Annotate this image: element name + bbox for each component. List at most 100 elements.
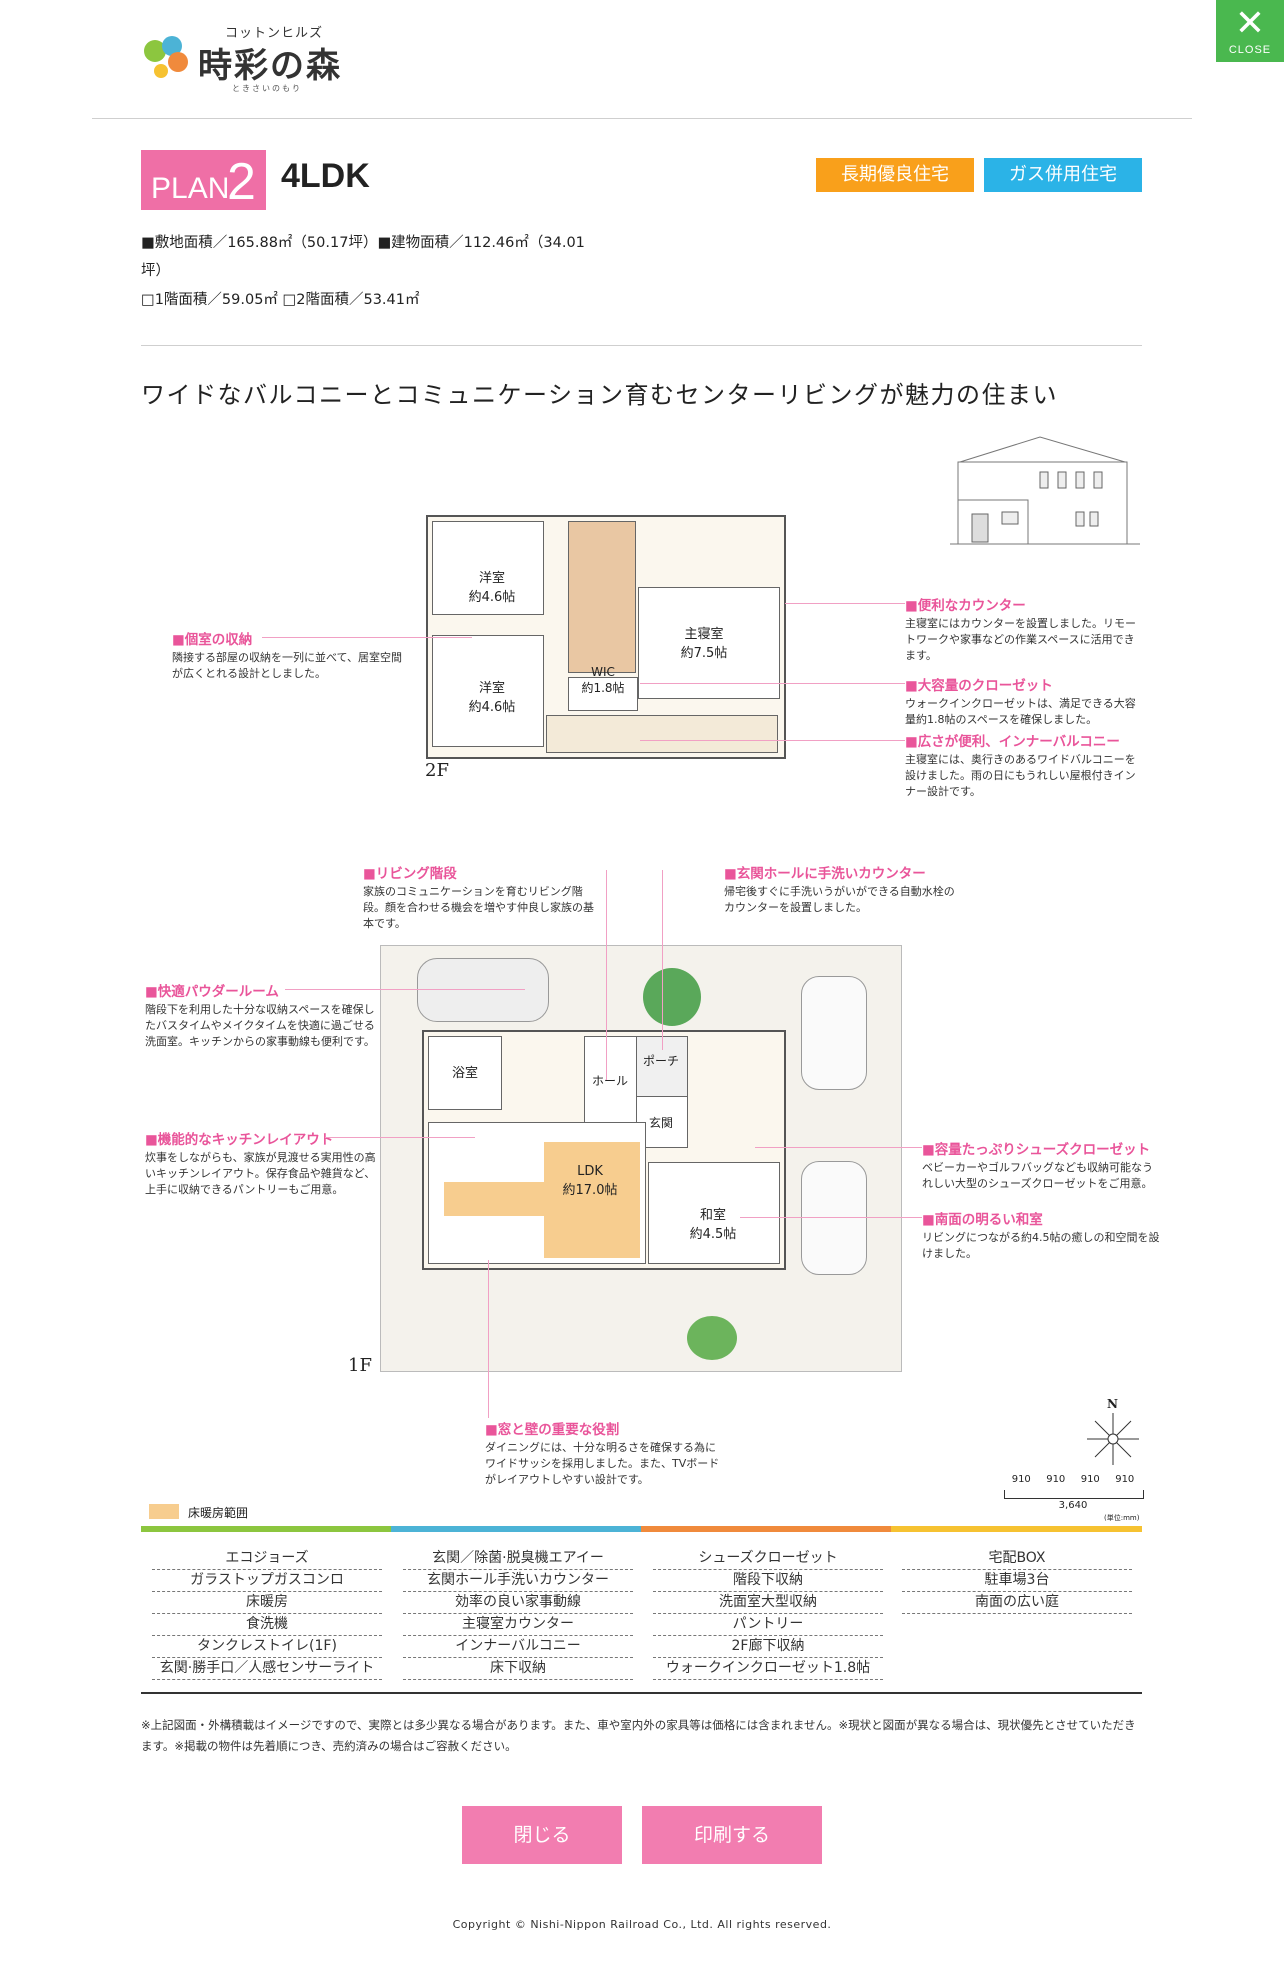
floor-label-1f: 1F: [348, 1355, 372, 1376]
callout-desc: 隣接する部屋の収納を一列に並べて、居室空間が広くとれる設計としました。: [172, 651, 403, 680]
callout-powder-room: ■快適パウダールーム 階段下を利用した十分な収納スペースを確保したバスタイムやメ…: [145, 980, 385, 1050]
plan-badge: PLAN 2: [141, 150, 266, 211]
room-size: 約4.6帖: [468, 700, 516, 715]
logo-reading: ときさいのもり: [232, 84, 302, 93]
feature-column-1: エコジョーズ ガラストップガスコンロ 床暖房 食洗機 タンクレストイレ(1F) …: [152, 1548, 382, 1680]
callout-room-storage: ■個室の収納 隣接する部屋の収納を一列に並べて、居室空間が広くとれる設計としまし…: [172, 628, 412, 682]
feature-item: インナーバルコニー: [403, 1636, 633, 1658]
feature-item: シューズクローゼット: [653, 1548, 883, 1570]
room-name: 主寝室: [684, 627, 724, 642]
room-master-bedroom: [638, 587, 780, 699]
room-size: 約17.0帖: [562, 1183, 618, 1198]
floor-heating-area: [444, 1182, 548, 1216]
callout-leader: [488, 1260, 489, 1418]
feature-item: 床下収納: [403, 1658, 633, 1680]
house-elevation-illustration: [950, 436, 1140, 545]
feature-item: 2F廊下収納: [653, 1636, 883, 1658]
room-name: 洋室: [478, 571, 505, 586]
color-bar-green: [141, 1526, 391, 1532]
scale-bar: 910 910 910 910 3,640 (単位:mm): [1004, 1474, 1144, 1522]
site-logo[interactable]: コットンヒルズ 時彩の森 ときさいのもり: [140, 20, 370, 95]
close-icon: ✕: [1234, 3, 1266, 44]
room-hall: [584, 1036, 638, 1134]
close-button[interactable]: 閉じる: [462, 1806, 622, 1864]
callout-living-stairs: ■リビング階段 家族のコミュニケーションを育むリビング階段。顔を合わせる機会を増…: [363, 862, 603, 932]
callout-desc: リビングにつながる約4.5帖の癒しの和空間を設けました。: [922, 1231, 1160, 1260]
room-name: WIC: [591, 665, 615, 679]
feature-item: エコジョーズ: [152, 1548, 382, 1570]
callout-leader: [262, 637, 472, 638]
tag-gas-housing: ガス併用住宅: [984, 158, 1142, 192]
callout-hall-sink: ■玄関ホールに手洗いカウンター 帰宅後すぐに手洗いうがいができる自動水栓のカウン…: [724, 862, 964, 916]
room-size: 約4.5帖: [689, 1227, 737, 1242]
legend-label-floor-heating: 床暖房範囲: [188, 1506, 249, 1520]
feature-item: 階段下収納: [653, 1570, 883, 1592]
feature-item: タンクレストイレ(1F): [152, 1636, 382, 1658]
callout-title: ■南面の明るい和室: [922, 1212, 1043, 1228]
callout-leader: [285, 989, 525, 990]
room-size: 約4.6帖: [468, 590, 516, 605]
header-divider: [92, 118, 1192, 119]
callout-kitchen: ■機能的なキッチンレイアウト 炊事をしながらも、家族が見渡せる実用性の高いキッチ…: [145, 1128, 385, 1198]
room-size: 約7.5帖: [680, 646, 728, 661]
callout-desc: ダイニングには、十分な明るさを確保する為にワイドサッシを採用しました。また、TV…: [485, 1441, 720, 1486]
room-label-ldk: LDK 約17.0帖: [550, 1164, 630, 1198]
plan-badge-number: 2: [227, 153, 256, 211]
room-label-bath: 浴室: [451, 1066, 478, 1081]
compass-north-label: N: [1107, 1397, 1118, 1411]
callout-leader: [662, 870, 663, 1050]
car-1: [417, 958, 549, 1022]
feature-item: ウォークインクローゼット1.8帖: [653, 1658, 883, 1680]
floor-plan-2f: 洋室 約4.6帖 洋室 約4.6帖 主寝室 約7.5帖 WIC 約1.8帖: [426, 515, 786, 759]
catchcopy-heading: ワイドなバルコニーとコミュニケーション育むセンターリビングが魅力の住まい: [141, 381, 1059, 409]
spec-divider: [141, 345, 1142, 346]
color-bar-blue: [391, 1526, 641, 1532]
callout-leader: [755, 1147, 922, 1148]
copyright: Copyright © Nishi-Nippon Railroad Co., L…: [452, 1918, 832, 1931]
room-name: 和室: [699, 1208, 726, 1223]
room-wic: [568, 677, 638, 711]
room-label-hall: ホール: [591, 1074, 628, 1088]
logo-kana: コットンヒルズ: [225, 26, 324, 41]
scale-mark: 910: [1046, 1474, 1066, 1485]
color-bar-yellow: [891, 1526, 1142, 1532]
feature-item: 駐車場3台: [902, 1570, 1132, 1592]
room-label-entrance: 玄関: [648, 1116, 673, 1130]
feature-item: 玄関ホール手洗いカウンター: [403, 1570, 633, 1592]
scale-total: 3,640: [1058, 1500, 1088, 1511]
room-label-japanese: 和室 約4.5帖: [678, 1204, 748, 1242]
room-label-wic: WIC 約1.8帖: [570, 665, 636, 696]
car-2: [801, 976, 867, 1090]
callout-leader: [606, 870, 607, 1080]
room-name: LDK: [577, 1164, 603, 1179]
floor-label-2f: 2F: [425, 760, 449, 781]
floor-heating-area: [544, 1142, 640, 1258]
feature-item: パントリー: [653, 1614, 883, 1636]
callout-title: ■個室の収納: [172, 632, 253, 648]
callout-desc: 階段下を利用した十分な収納スペースを確保したバスタイムやメイクタイムを快適に過ご…: [145, 1003, 375, 1048]
tree: [643, 968, 701, 1026]
feature-item: 効率の良い家事動線: [403, 1592, 633, 1614]
callout-shoes-closet: ■容量たっぷりシューズクローゼット ベビーカーやゴルフバッグなども収納可能なうれ…: [922, 1138, 1162, 1192]
callout-desc: ベビーカーやゴルフバッグなども収納可能なうれしい大型のシューズクローゼットをご用…: [922, 1161, 1153, 1190]
room-western-2: [432, 635, 544, 747]
callout-leader: [740, 1217, 922, 1218]
callout-title: ■便利なカウンター: [905, 598, 1026, 614]
close-corner-button[interactable]: ✕ CLOSE: [1216, 0, 1284, 62]
spec-area-line1: ■敷地面積／165.88㎡（50.17坪）■建物面積／112.46㎡（34.01: [141, 235, 585, 251]
callout-desc: 帰宅後すぐに手洗いうがいができる自動水栓のカウンターを設置しました。: [724, 885, 955, 914]
stairs-2f: [568, 521, 636, 673]
callout-window-wall: ■窓と壁の重要な役割 ダイニングには、十分な明るさを確保する為にワイドサッシを採…: [485, 1418, 725, 1488]
close-corner-label: CLOSE: [1228, 44, 1272, 56]
notes-divider: [141, 1692, 1142, 1694]
callout-leader: [785, 603, 905, 604]
scale-mark: 910: [1011, 1474, 1031, 1485]
feature-item: 食洗機: [152, 1614, 382, 1636]
print-button[interactable]: 印刷する: [642, 1806, 822, 1864]
feature-item: ガラストップガスコンロ: [152, 1570, 382, 1592]
plan-badge-prefix: PLAN: [151, 172, 230, 205]
feature-column-4: 宅配BOX 駐車場3台 南面の広い庭: [902, 1548, 1132, 1614]
scale-mark: 910: [1080, 1474, 1100, 1485]
compass: N: [1087, 1397, 1139, 1469]
callout-title: ■機能的なキッチンレイアウト: [145, 1132, 334, 1148]
